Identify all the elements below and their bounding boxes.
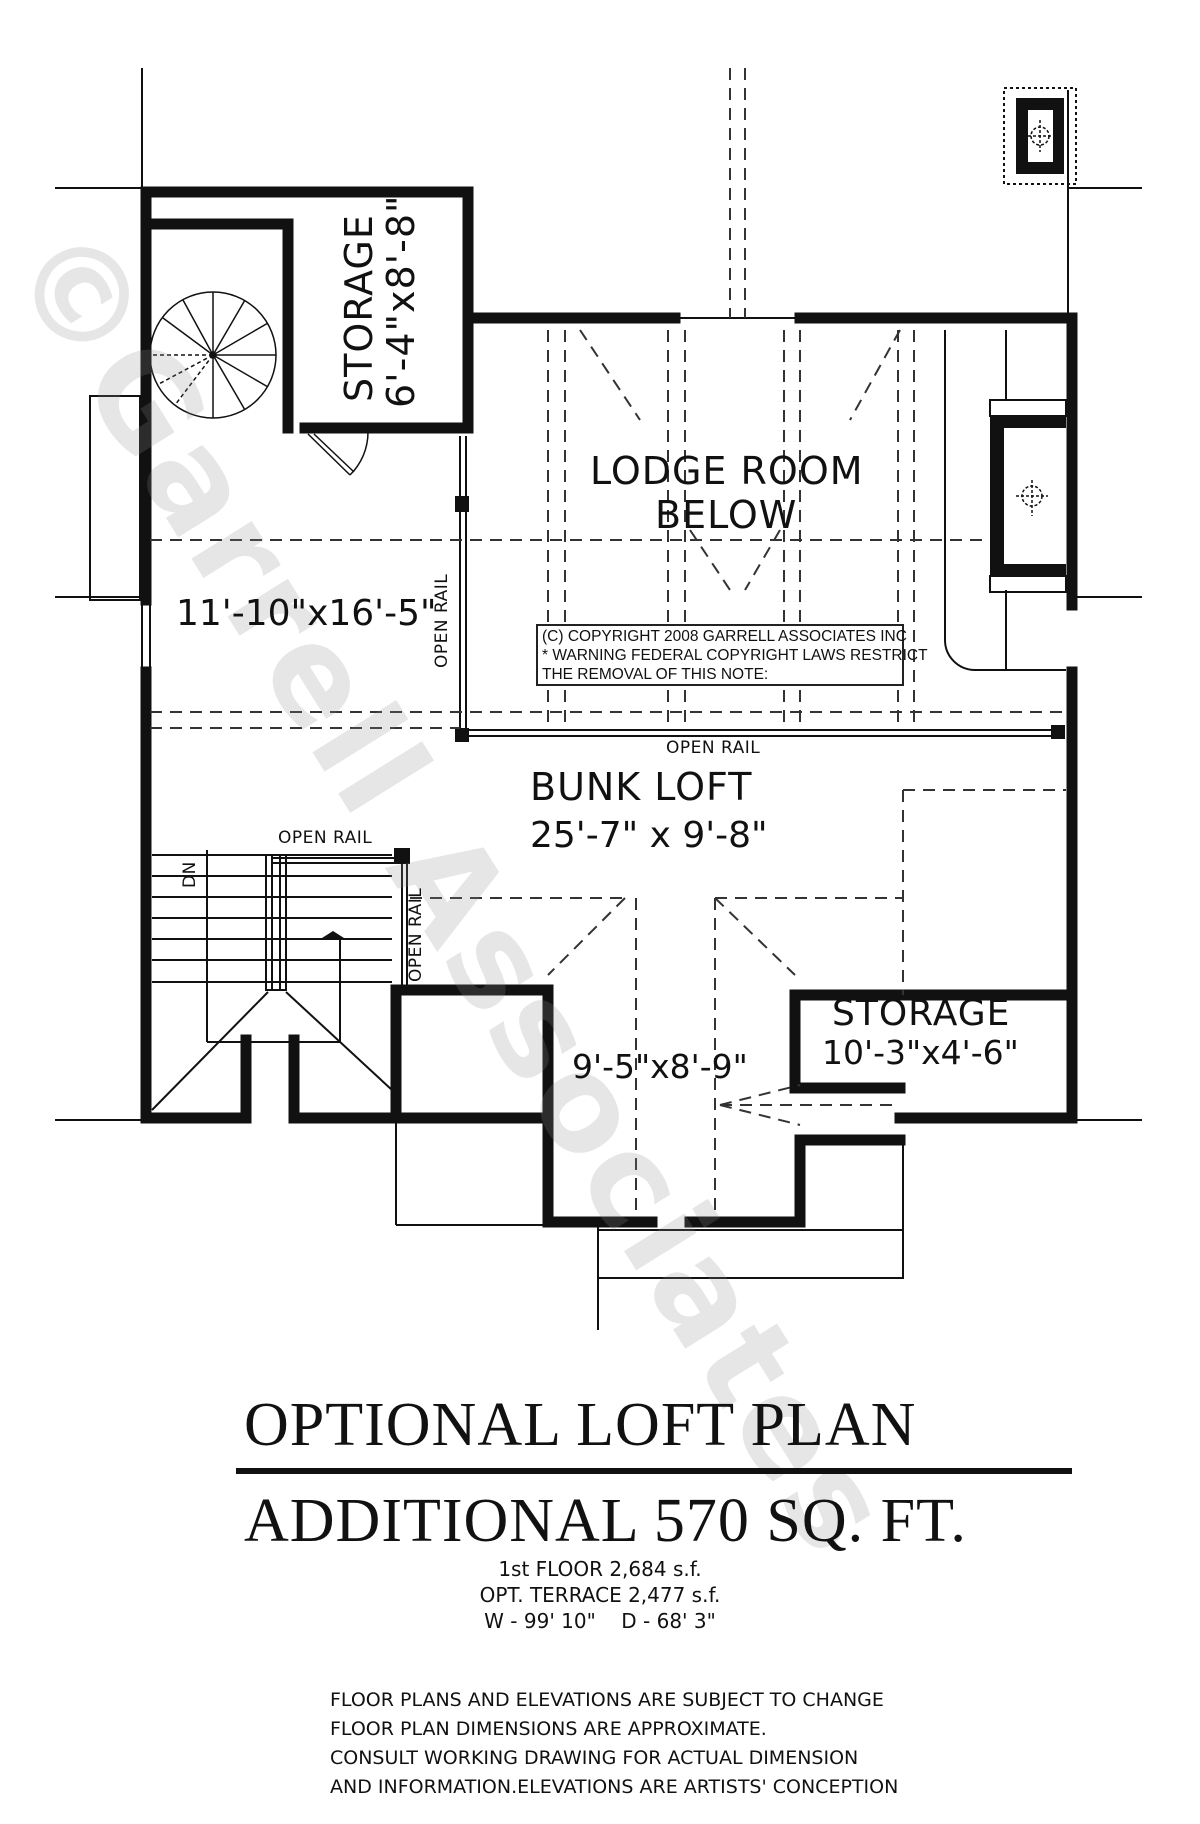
copyright-note: (C) COPYRIGHT 2008 GARRELL ASSOCIATES IN…	[536, 624, 928, 686]
room-dims-bunk-loft: 25'-7" x 9'-8"	[530, 815, 768, 856]
room-dims-left-room: 11'-10"x16'-5"	[176, 593, 437, 634]
room-dims-center-room: 9'-5"x8'-9"	[572, 1047, 748, 1086]
room-label-storage-top: STORAGE	[337, 214, 381, 402]
copyright-line-1: (C) COPYRIGHT 2008 GARRELL ASSOCIATES IN…	[542, 628, 907, 645]
porch-outlines	[395, 1122, 904, 1330]
fireplace-flue-icon	[944, 330, 1067, 671]
open-rail-label-vertical: OPEN RAIL	[432, 573, 452, 668]
stat-terrace: OPT. TERRACE 2,477 s.f.	[479, 1583, 721, 1607]
copyright-line-2: * WARNING FEDERAL COPYRIGHT LAWS RESTRIC…	[542, 647, 928, 664]
chimney-flue-icon	[1003, 87, 1077, 185]
disclaimer-line: CONSULT WORKING DRAWING FOR ACTUAL DIMEN…	[330, 1747, 859, 1769]
left-window	[89, 395, 151, 672]
stat-first-floor: 1st FLOOR 2,684 s.f.	[498, 1557, 702, 1581]
plan-subtitle: ADDITIONAL 570 SQ. FT.	[244, 1487, 967, 1555]
stair-treads	[151, 850, 393, 1111]
disclaimer: FLOOR PLANS AND ELEVATIONS ARE SUBJECT T…	[330, 1686, 898, 1802]
open-rail-lines	[272, 436, 1058, 985]
title-divider	[236, 1468, 1072, 1474]
area-stats: 1st FLOOR 2,684 s.f. OPT. TERRACE 2,477 …	[0, 1556, 1200, 1634]
stair-down-label: DN	[180, 861, 200, 888]
open-rail-label-stair-top: OPEN RAIL	[278, 828, 373, 848]
guide-lines	[55, 68, 1142, 1121]
open-rail-label-horizontal: OPEN RAIL	[666, 738, 761, 758]
storage-door	[307, 431, 369, 476]
stat-dimensions: W - 99' 10" D - 68' 3"	[484, 1609, 716, 1633]
room-dims-storage-right: 10'-3"x4'-6"	[822, 1033, 1019, 1072]
room-label-storage-right: STORAGE	[832, 993, 1011, 1034]
plan-title: OPTIONAL LOFT PLAN	[244, 1391, 917, 1459]
disclaimer-line: AND INFORMATION.ELEVATIONS ARE ARTISTS' …	[330, 1776, 899, 1798]
disclaimer-line: FLOOR PLANS AND ELEVATIONS ARE SUBJECT T…	[330, 1689, 884, 1711]
spiral-staircase-icon	[149, 291, 277, 419]
copyright-line-3: THE REMOVAL OF THIS NOTE:	[542, 666, 769, 683]
room-label-lodge-room: LODGE ROOM	[590, 449, 864, 493]
room-dims-storage-top: 6'-4"x8'-8"	[379, 194, 423, 408]
walls	[140, 186, 1078, 1228]
room-label-lodge-below: BELOW	[655, 493, 798, 537]
room-label-bunk-loft: BUNK LOFT	[530, 765, 753, 809]
up-arrow-icon	[322, 931, 344, 938]
disclaimer-line: FLOOR PLAN DIMENSIONS ARE APPROXIMATE.	[330, 1718, 767, 1740]
open-rail-label-stair-side: OPEN RAIL	[406, 887, 426, 982]
